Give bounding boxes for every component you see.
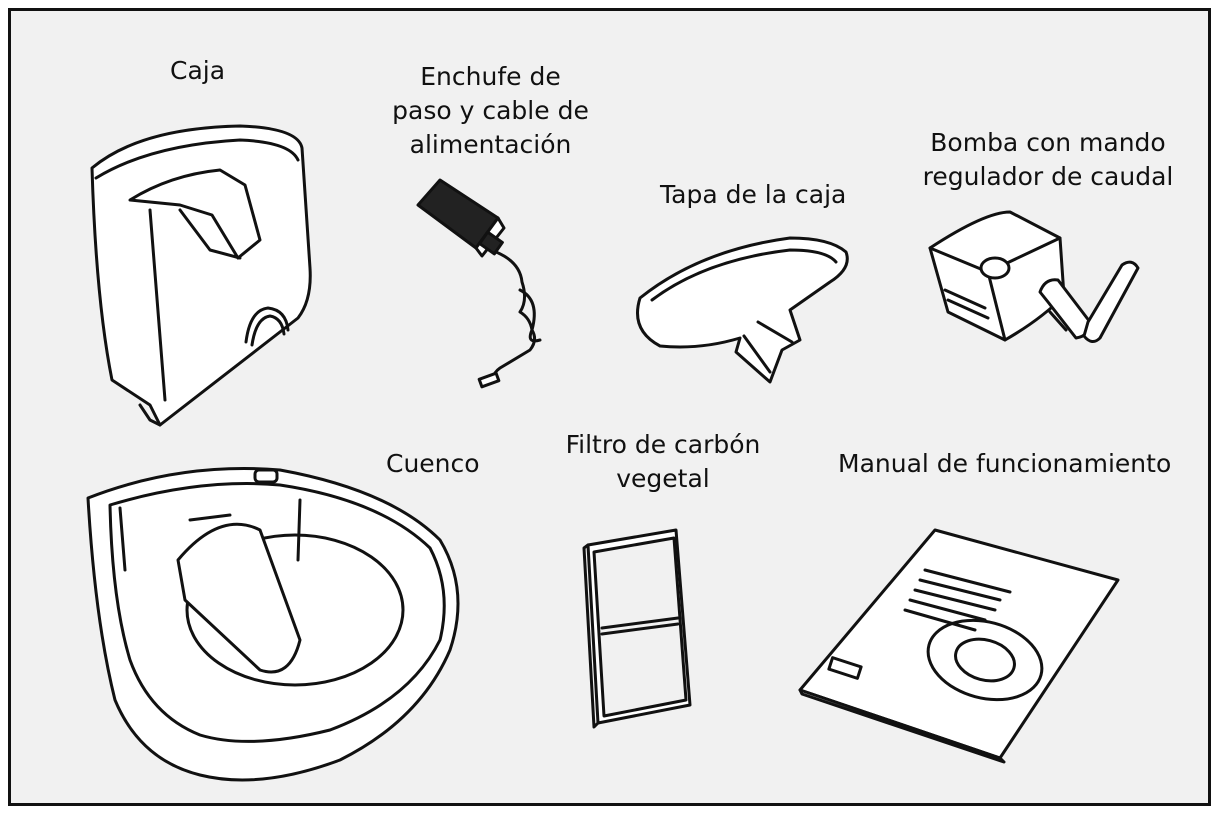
label-tapa: Tapa de la caja — [660, 178, 846, 212]
label-cuenco: Cuenco — [386, 447, 480, 481]
filter-illustration — [582, 528, 692, 729]
label-tapa-text: Tapa de la caja — [660, 180, 847, 209]
label-filtro-line-2: vegetal — [616, 464, 710, 493]
lid-illustration — [636, 236, 849, 384]
power-adapter-illustration — [416, 178, 542, 389]
label-manual-text: Manual de funcionamiento — [838, 449, 1172, 478]
label-bomba-line-2: regulador de caudal — [922, 162, 1174, 191]
label-bomba: Bomba con mando regulador de caudal — [908, 126, 1188, 194]
manual-illustration — [798, 528, 1120, 764]
label-enchufe: Enchufe de paso y cable de alimentación — [378, 60, 603, 162]
label-bomba-line-1: Bomba con mando — [930, 128, 1166, 157]
label-caja: Caja — [170, 54, 225, 88]
bowl-illustration — [86, 467, 460, 782]
label-caja-text: Caja — [170, 56, 226, 85]
housing-illustration — [90, 124, 312, 427]
label-enchufe-line-1: Enchufe de — [420, 62, 561, 91]
label-manual: Manual de funcionamiento — [838, 447, 1171, 481]
label-enchufe-line-3: alimentación — [409, 130, 572, 159]
label-filtro: Filtro de carbón vegetal — [548, 428, 778, 496]
pump-illustration — [928, 210, 1140, 343]
label-enchufe-line-2: paso y cable de — [392, 96, 589, 125]
label-cuenco-text: Cuenco — [386, 449, 480, 478]
label-filtro-line-1: Filtro de carbón — [565, 430, 761, 459]
